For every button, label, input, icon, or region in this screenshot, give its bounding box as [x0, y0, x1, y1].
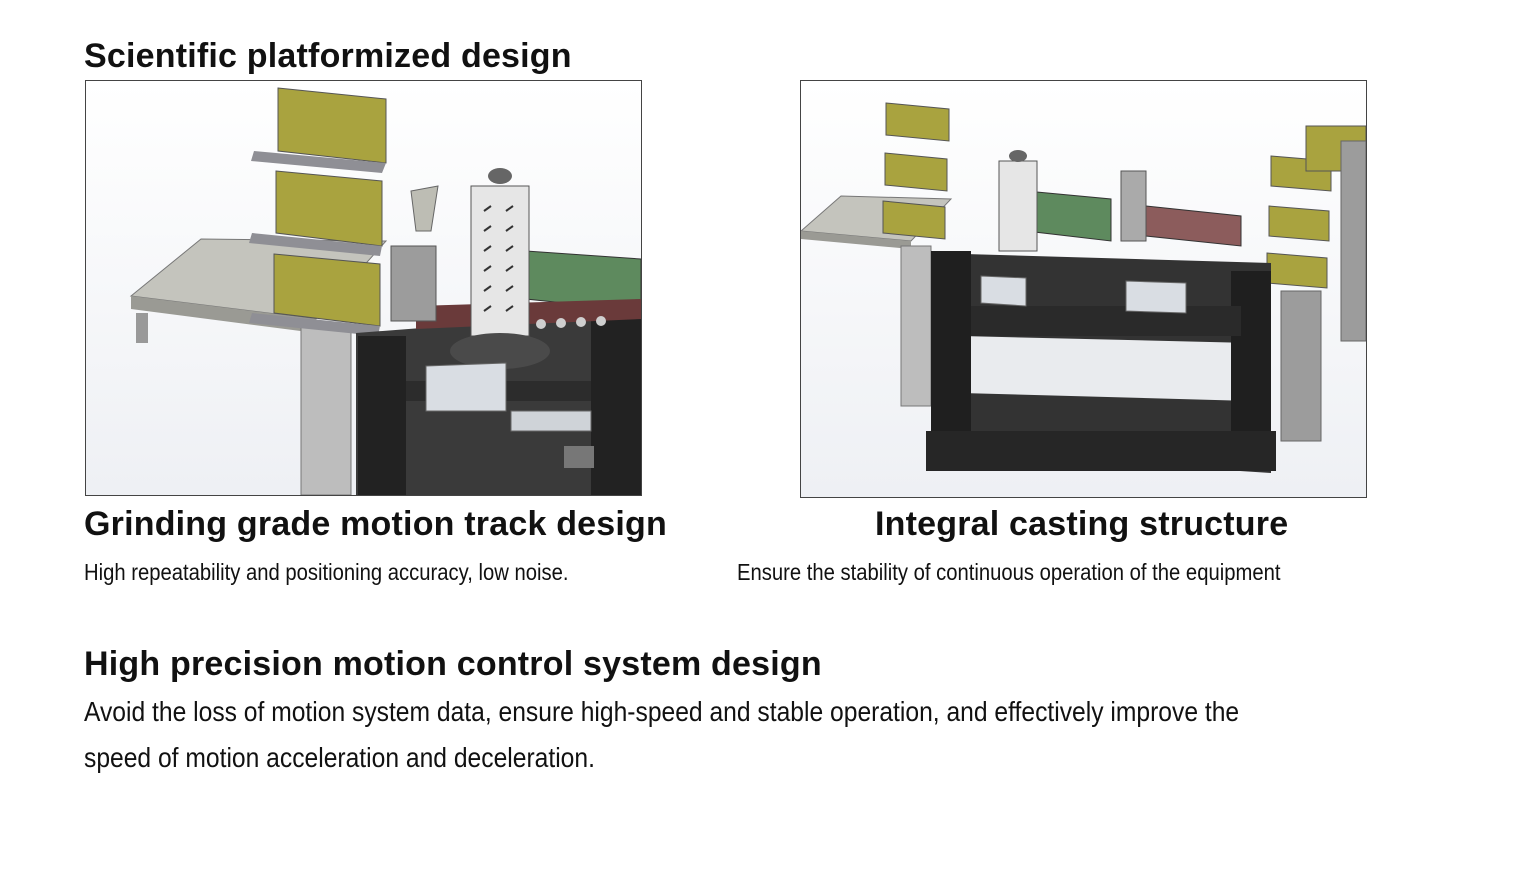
machine-render-left-graphic — [129, 87, 641, 495]
feature-description-casting-structure: Ensure the stability of continuous opera… — [737, 559, 1281, 585]
section-title: Scientific platformized design — [84, 37, 572, 75]
feature-title-motion-track: Grinding grade motion track design — [84, 505, 667, 543]
section-title-motion-control: High precision motion control system des… — [84, 645, 822, 683]
machine-render-left — [85, 80, 642, 496]
section-description-line-2: speed of motion acceleration and deceler… — [84, 742, 595, 773]
feature-title-casting-structure: Integral casting structure — [875, 505, 1289, 543]
motor-stack-left — [882, 102, 950, 240]
casting-frame — [926, 251, 1276, 473]
feature-description-motion-track: High repeatability and positioning accur… — [84, 559, 569, 585]
section-description-line-1: Avoid the loss of motion system data, en… — [84, 696, 1240, 727]
motor-stack — [249, 87, 387, 336]
motor-stack-right — [1266, 125, 1366, 342]
machine-render-right-graphic — [801, 102, 1366, 473]
machine-render-right — [800, 80, 1367, 498]
